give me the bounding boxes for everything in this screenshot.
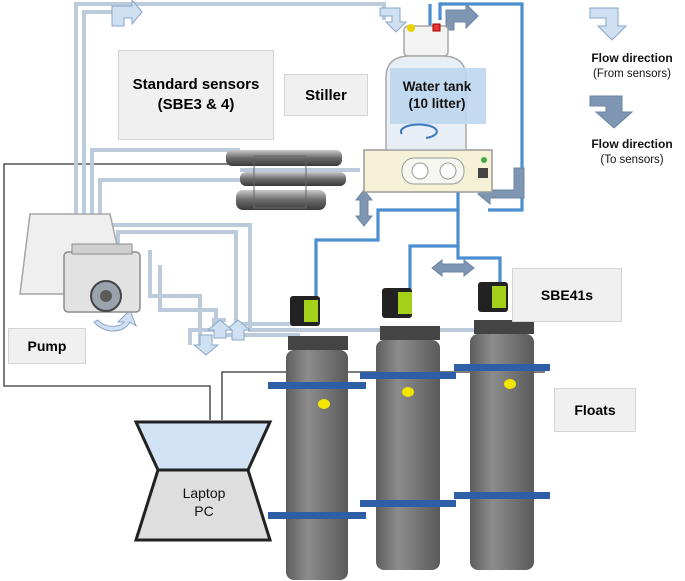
legend-from-sensors: Flow direction (From sensors) — [580, 50, 684, 82]
arrows-to-sensors — [354, 2, 525, 278]
float-1 — [268, 296, 366, 580]
water-tank-illustration — [385, 23, 486, 151]
float-2 — [360, 288, 456, 570]
stiller-text: Stiller — [305, 86, 347, 104]
legend-arrow-from-sensors — [589, 7, 628, 41]
water-tank-text-line1: Water tank — [402, 79, 472, 94]
legend-to-sensors: Flow direction (To sensors) — [580, 136, 684, 168]
floats-illustration — [268, 282, 550, 580]
pipes-to-sensors — [314, 2, 524, 300]
stiller-illustration — [363, 149, 493, 193]
pump-illustration — [19, 213, 141, 313]
legend-to-sensors-title: Flow direction — [591, 137, 673, 151]
pump-label: Pump — [8, 328, 86, 364]
legend-arrows — [589, 7, 634, 129]
water-tank-label: Water tank (10 litter) — [392, 78, 482, 112]
legend-from-sensors-sub: (From sensors) — [593, 68, 671, 80]
legend-to-sensors-sub: (To sensors) — [600, 154, 664, 166]
laptop-label: Laptop PC — [160, 484, 248, 520]
sbe41s-label: SBE41s — [512, 268, 622, 322]
floats-text: Floats — [574, 402, 616, 418]
laptop-text-line2: PC — [194, 503, 214, 519]
standard-sensors-text: Standard sensors (SBE3 & 4) — [132, 76, 260, 113]
standard-sensors-label: Standard sensors (SBE3 & 4) — [118, 50, 274, 140]
legend-from-sensors-title: Flow direction — [591, 51, 673, 65]
pump-text: Pump — [27, 338, 67, 354]
laptop-illustration — [133, 420, 273, 542]
sbe41s-text: SBE41s — [540, 287, 594, 303]
laptop-text-line1: Laptop — [182, 485, 226, 501]
stiller-label: Stiller — [284, 74, 368, 116]
float-3 — [454, 282, 550, 570]
legend-arrow-to-sensors — [589, 95, 634, 129]
water-tank-text-line2: (10 litter) — [408, 96, 466, 111]
arrows-from-sensors — [93, 0, 408, 356]
standard-sensors-illustration — [226, 150, 346, 210]
floats-label: Floats — [554, 388, 636, 432]
